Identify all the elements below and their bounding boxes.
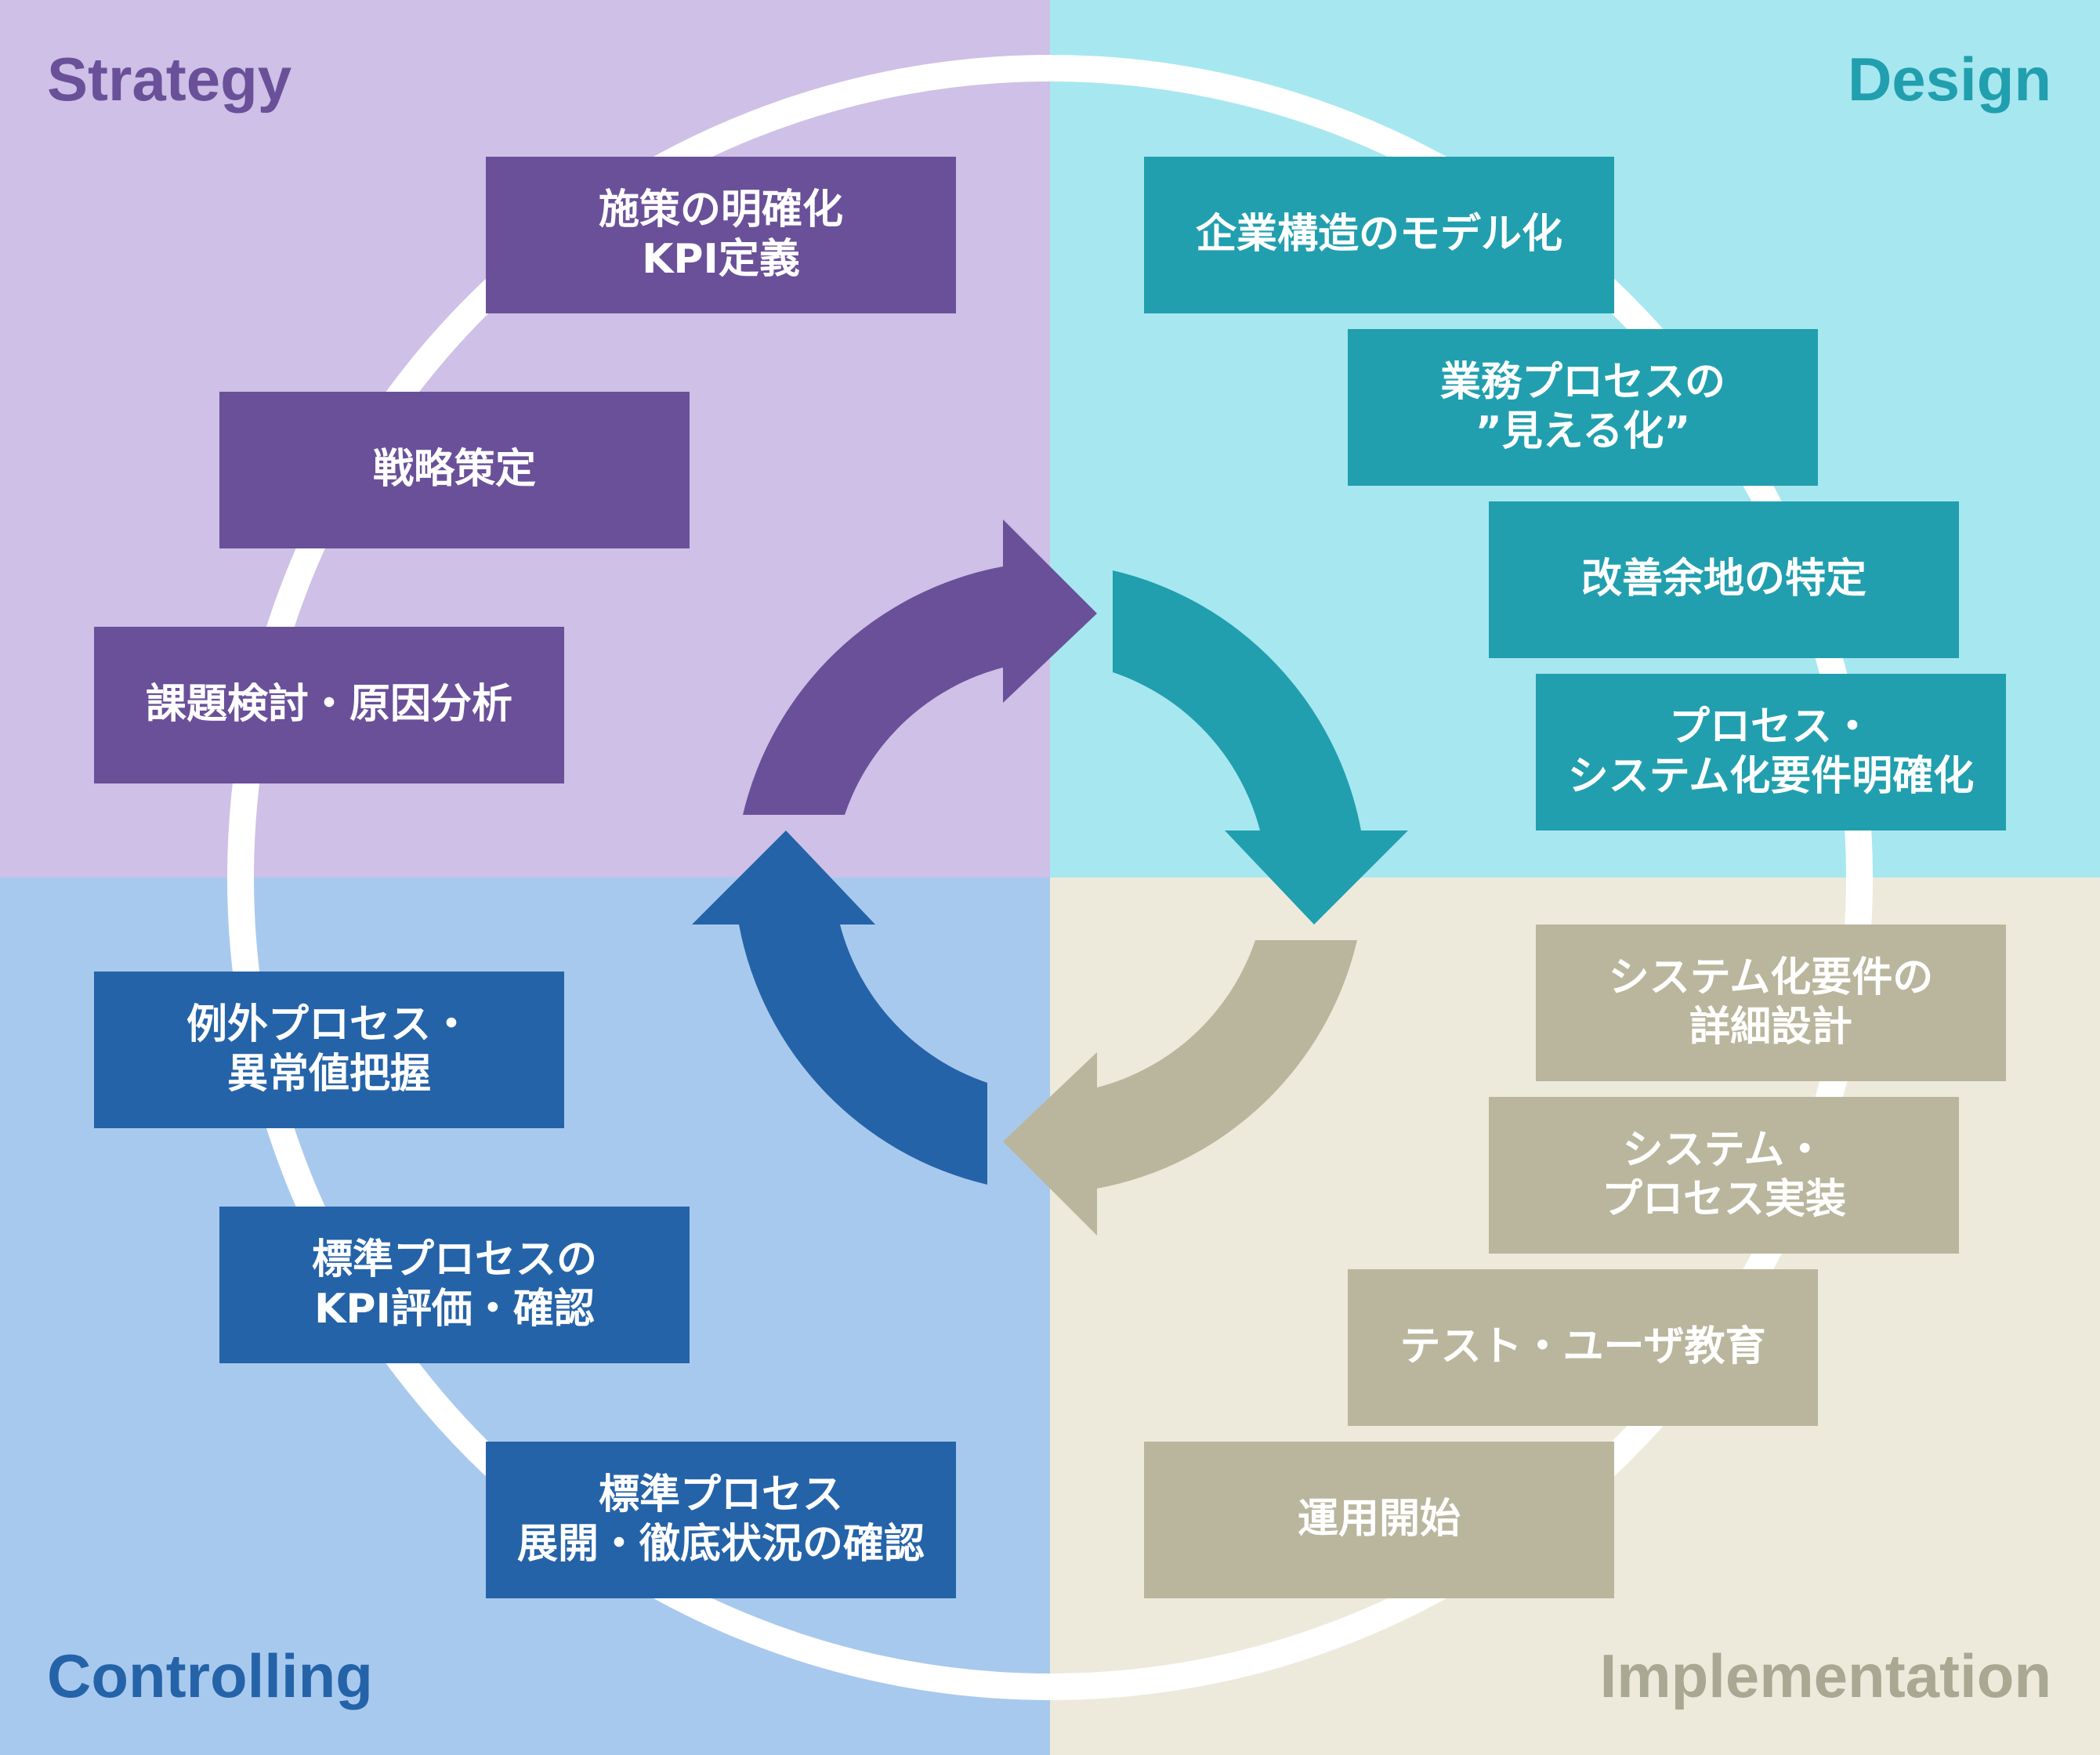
step-line-1: プロセス・ xyxy=(1668,703,1873,751)
step-line-1: 改善余地の特定 xyxy=(1580,555,1866,603)
strategy-step-2: 戦略策定 xyxy=(219,392,690,548)
step-line-2: KPI評価・確認 xyxy=(314,1286,595,1333)
step-line-1: 例外プロセス・ xyxy=(186,1001,472,1048)
controlling-step-2: 標準プロセスの KPI評価・確認 xyxy=(219,1207,690,1363)
strategy-cycle-arrow xyxy=(743,519,1097,815)
design-step-3: 改善余地の特定 xyxy=(1489,501,1959,658)
design-cycle-arrow xyxy=(1113,570,1408,925)
step-line-1: システム・ xyxy=(1622,1126,1826,1174)
step-line-1: 企業構造のモデル化 xyxy=(1195,211,1562,259)
strategy-title: Strategy xyxy=(47,45,292,114)
design-step-1: 企業構造のモデル化 xyxy=(1144,157,1614,313)
implementation-step-1: システム化要件の 詳細設計 xyxy=(1536,925,2006,1081)
step-line-1: 施策の明確化 xyxy=(598,186,843,233)
cycle-ring xyxy=(227,55,1873,1700)
step-line-1: 戦略策定 xyxy=(372,446,536,494)
step-line-2: システム化要件明確化 xyxy=(1567,753,1975,800)
implementation-step-4: 運用開始 xyxy=(1144,1442,1614,1598)
step-line-2: ”見える化” xyxy=(1475,408,1691,455)
step-line-1: 業務プロセスの xyxy=(1439,358,1725,406)
step-line-2: プロセス実装 xyxy=(1601,1176,1846,1223)
step-line-2: KPI定義 xyxy=(642,236,800,283)
step-line-2: 詳細設計 xyxy=(1689,1004,1852,1051)
controlling-title: Controlling xyxy=(47,1641,373,1710)
strategy-step-1: 施策の明確化 KPI定義 xyxy=(486,157,956,313)
design-step-4: プロセス・ システム化要件明確化 xyxy=(1536,674,2006,830)
controlling-cycle-arrow xyxy=(692,830,987,1185)
step-line-2: 展開・徹底状況の確認 xyxy=(516,1521,925,1568)
controlling-step-3: 標準プロセス 展開・徹底状況の確認 xyxy=(486,1442,956,1598)
step-line-1: 標準プロセス xyxy=(598,1471,843,1518)
step-line-1: システム化要件の xyxy=(1608,953,1934,1001)
implementation-step-3: テスト・ユーザ教育 xyxy=(1348,1269,1818,1426)
step-line-1: 標準プロセスの xyxy=(311,1236,597,1283)
implementation-step-2: システム・ プロセス実装 xyxy=(1489,1097,1959,1254)
strategy-step-3: 課題検討・原因分析 xyxy=(94,627,564,783)
implementation-cycle-arrow xyxy=(1003,940,1357,1236)
implementation-title: Implementation xyxy=(1599,1641,2051,1710)
step-line-1: 運用開始 xyxy=(1297,1496,1461,1543)
step-line-1: テスト・ユーザ教育 xyxy=(1399,1323,1766,1371)
step-line-2: 異常値把握 xyxy=(226,1051,431,1098)
design-title: Design xyxy=(1847,45,2051,114)
controlling-step-1: 例外プロセス・ 異常値把握 xyxy=(94,972,564,1128)
step-line-1: 課題検討・原因分析 xyxy=(145,681,512,729)
design-step-2: 業務プロセスの ”見える化” xyxy=(1348,329,1818,486)
